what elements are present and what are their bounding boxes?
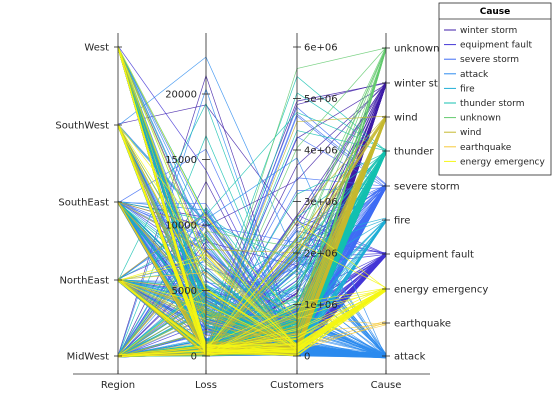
- tick-label-cause-6: thunder: [394, 147, 434, 158]
- data-line-wind-931: [117, 116, 387, 357]
- data-line-winter-storm-114: [117, 83, 387, 227]
- legend-label-fire: fire: [460, 84, 475, 94]
- data-line-wind-932: [117, 115, 387, 356]
- tick-label-region-2: SouthEast: [58, 198, 109, 209]
- data-line-attack-575: [117, 280, 387, 356]
- tick-label-region-4: West: [84, 43, 109, 54]
- legend-label-severe-storm: severe storm: [460, 55, 519, 65]
- tick-label-cause-9: unknown: [394, 44, 439, 55]
- tick-label-cause-7: wind: [394, 113, 418, 124]
- tick-label-loss-2: 10000: [165, 221, 197, 232]
- legend: Cause winter storm equipment fault severe s…: [438, 2, 552, 176]
- data-line-unknown-829: [117, 47, 387, 357]
- tick-label-loss-4: 20000: [165, 90, 197, 101]
- tick-label-cause-5: severe storm: [394, 182, 460, 193]
- data-line-earthquake-936: [117, 201, 387, 355]
- legend-label-wind: wind: [460, 128, 481, 138]
- tick-label-customers-2: 2e+06: [304, 249, 338, 260]
- axis-title-customers: Customers: [270, 380, 324, 391]
- tick-label-cause-2: energy emergency: [394, 285, 488, 296]
- tick-label-customers-5: 5e+06: [304, 94, 338, 105]
- legend-label-winter-storm: winter storm: [460, 26, 517, 36]
- data-lines: [117, 45, 387, 359]
- legend-label-equipment-fault: equipment fault: [460, 41, 532, 51]
- data-line-thunder-storm-673: [117, 45, 387, 330]
- axes: Region MidWest NorthEast SouthEast SouthWest…: [55, 33, 488, 391]
- tick-label-customers-4: 4e+06: [304, 146, 338, 157]
- legend-label-thunder-storm: thunder storm: [460, 99, 525, 109]
- tick-label-region-3: SouthWest: [55, 121, 109, 132]
- data-line-energy-emergency-975: [117, 241, 387, 350]
- legend-box: [438, 2, 552, 176]
- data-line-energy-emergency-984: [117, 123, 387, 357]
- data-line-energy-emergency-976: [117, 47, 387, 357]
- tick-label-customers-3: 3e+06: [304, 197, 338, 208]
- data-line-wind-934: [117, 118, 387, 349]
- data-line-energy-emergency-982: [117, 46, 387, 320]
- tick-label-customers-6: 6e+06: [304, 43, 338, 54]
- legend-title: Cause: [480, 7, 511, 17]
- data-line-energy-emergency-979: [117, 258, 387, 347]
- tick-label-customers-0: 0: [304, 352, 310, 363]
- data-line-thunder-storm-723: [117, 149, 387, 332]
- tick-label-region-0: MidWest: [67, 352, 109, 363]
- data-line-energy-emergency-968: [117, 289, 387, 357]
- axis-title-region: Region: [101, 380, 135, 391]
- tick-label-loss-3: 15000: [165, 155, 197, 166]
- legend-label-energy-emergency: energy emergency: [460, 157, 546, 167]
- legend-label-earthquake: earthquake: [460, 143, 512, 153]
- legend-label-attack: attack: [460, 70, 489, 80]
- data-line-wind-905: [117, 116, 387, 357]
- data-line-energy-emergency-981: [117, 125, 387, 351]
- data-line-energy-emergency-983: [117, 123, 387, 353]
- tick-label-region-1: NorthEast: [59, 276, 109, 287]
- tick-label-customers-1: 1e+06: [304, 300, 338, 311]
- axis-title-cause: Cause: [371, 380, 402, 391]
- tick-label-cause-8: winter st: [394, 79, 438, 90]
- tick-label-cause-3: equipment fault: [394, 250, 474, 261]
- legend-label-unknown: unknown: [460, 114, 501, 124]
- data-line-energy-emergency-974: [117, 287, 387, 356]
- data-line-wind-922: [117, 116, 387, 356]
- tick-label-loss-1: 5000: [172, 286, 197, 297]
- axis-title-loss: Loss: [195, 380, 217, 391]
- tick-label-loss-0: 0: [191, 352, 197, 363]
- tick-label-cause-1: earthquake: [394, 319, 451, 330]
- data-line-attack-560: [117, 56, 387, 356]
- tick-label-cause-0: attack: [394, 352, 426, 363]
- tick-label-cause-4: fire: [394, 216, 410, 227]
- data-line-energy-emergency-977: [117, 47, 387, 353]
- data-line-earthquake-938: [117, 272, 387, 352]
- data-line-energy-emergency-973: [117, 287, 387, 356]
- data-line-wind-866: [117, 115, 387, 356]
